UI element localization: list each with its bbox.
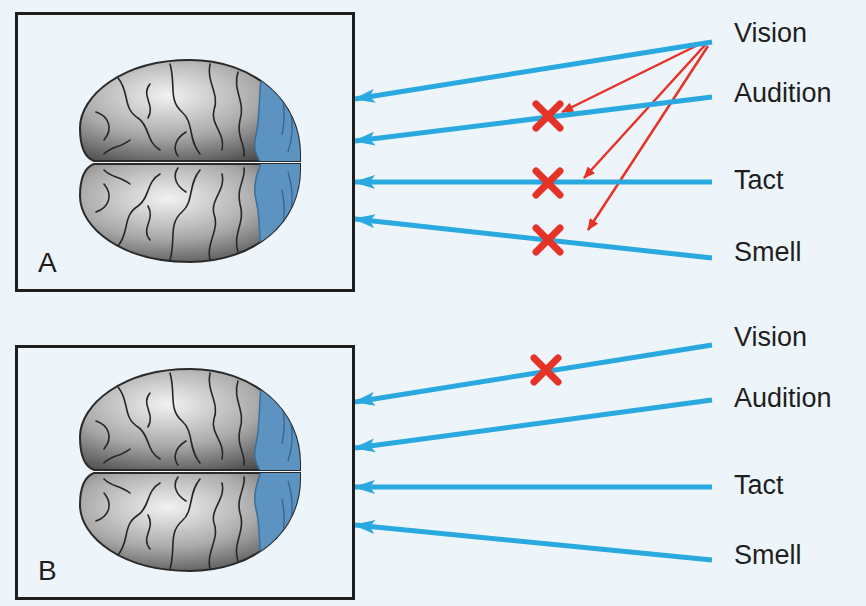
sense-pathway [355,485,712,490]
sense-label: Vision [712,320,811,354]
sense-label: Audition [712,381,836,415]
block-mark [536,171,560,195]
inhibition-arrows [562,42,708,230]
sense-pathway [355,42,712,99]
panel-box: B [15,345,355,600]
block-mark [536,104,560,128]
panel-letter: A [38,247,57,279]
sense-label: Audition [712,76,836,110]
sense-pathway [355,219,712,258]
sense-name: Smell [734,237,802,267]
sense-pathway [355,525,712,560]
block-mark [534,358,558,382]
sense-pathway [355,345,712,402]
panel-box: A [15,12,355,292]
sense-name: Tact [734,165,784,195]
sense-name: Tact [734,470,784,500]
brain-drawing [80,359,320,584]
sense-name: Vision [734,322,807,352]
sense-name: Smell [734,540,802,570]
sense-name: Vision [734,18,807,48]
sense-pathway [355,400,712,448]
sense-pathway [355,97,712,141]
sense-name: Audition [734,78,832,108]
sense-label: Vision [712,16,811,50]
sense-name: Audition [734,383,832,413]
brain-drawing [80,50,320,275]
sense-label: Tact [712,163,788,197]
sense-label: Smell [712,235,806,269]
sense-pathway [355,180,712,185]
sense-label: Smell [712,538,806,572]
panel-letter: B [38,555,57,587]
block-mark [536,228,560,252]
sense-label: Tact [712,468,788,502]
